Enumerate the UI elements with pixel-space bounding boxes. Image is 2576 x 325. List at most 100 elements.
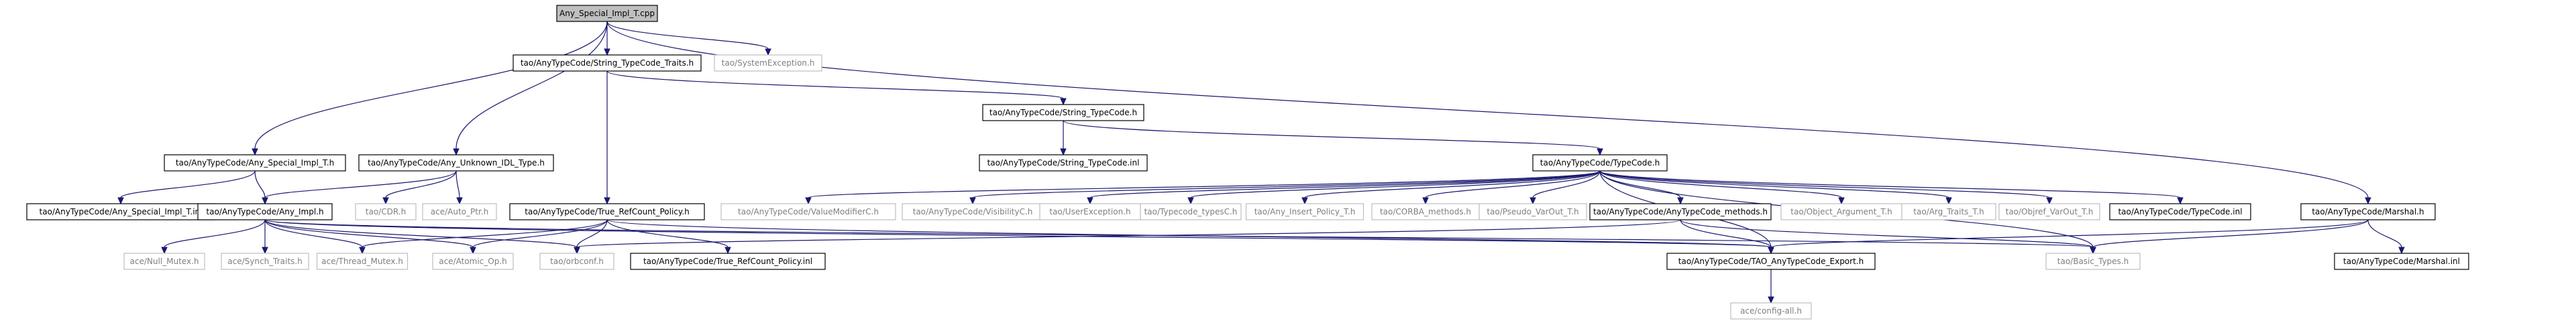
edge-marshal_h-to-marshal_inl bbox=[2367, 219, 2405, 255]
node-box bbox=[1140, 203, 1242, 220]
file-nodes: Any_Special_Impl_T.cpp tao/AnyTypeCode/St… bbox=[26, 5, 2469, 320]
node-typecode-inl[interactable]: tao/AnyTypeCode/TypeCode.inl bbox=[2109, 203, 2251, 220]
node-marshal-h[interactable]: tao/AnyTypeCode/Marshal.h bbox=[2300, 203, 2436, 220]
edge-any_special_impl_t_cpp-to-marshal_h bbox=[606, 21, 2371, 205]
edge-typecode_h-to-typecode_typesc_h bbox=[1187, 170, 1601, 205]
node-typecode-h[interactable]: tao/AnyTypeCode/TypeCode.h bbox=[1532, 154, 1668, 172]
node-box bbox=[197, 203, 333, 220]
node-object-argument-t-h[interactable]: tao/Object_Argument_T.h bbox=[1780, 203, 1902, 220]
node-orbconf-h[interactable]: tao/orbconf.h bbox=[539, 253, 614, 270]
edge-any_impl_h-to-null_mutex_h bbox=[161, 219, 266, 255]
edge-string_typecode_traits_h-to-string_typecode_h bbox=[606, 70, 1067, 106]
node-userexception-h[interactable]: tao/UserException.h bbox=[1039, 203, 1141, 220]
node-cdr-h[interactable]: tao/CDR.h bbox=[355, 203, 417, 220]
node-box bbox=[1479, 203, 1587, 220]
node-box bbox=[1371, 203, 1480, 220]
node-box bbox=[509, 203, 705, 220]
node-label: Any_Special_Impl_T.cpp bbox=[559, 9, 655, 18]
node-box bbox=[1998, 203, 2100, 220]
node-label: tao/Object_Argument_T.h bbox=[1790, 207, 1892, 216]
node-box bbox=[1780, 203, 1902, 220]
node-typecode-typesc-h[interactable]: tao/Typecode_typesC.h bbox=[1140, 203, 1242, 220]
edge-typecode_h-to-visibilityc_h bbox=[969, 170, 1601, 205]
node-label: ace/Atomic_Op.h bbox=[439, 257, 507, 266]
node-box bbox=[432, 253, 514, 270]
node-any-special-impl-t-cpp[interactable]: Any_Special_Impl_T.cpp bbox=[556, 5, 658, 22]
node-box bbox=[26, 203, 215, 220]
edge-typecode_h-to-pseudo_varout_t_h bbox=[1529, 170, 1601, 205]
node-label: tao/AnyTypeCode/TypeCode.inl bbox=[2118, 207, 2242, 216]
node-box bbox=[2334, 253, 2469, 270]
node-true-refcount-policy-inl[interactable]: tao/AnyTypeCode/True_RefCount_Policy.inl bbox=[630, 253, 826, 270]
node-label: tao/SystemException.h bbox=[722, 58, 815, 68]
node-string-typecode-traits-h[interactable]: tao/AnyTypeCode/String_TypeCode_Traits.h bbox=[513, 54, 702, 72]
node-box bbox=[221, 253, 309, 270]
edge-marshal_h-to-basic_types_h bbox=[2090, 219, 2369, 255]
node-box bbox=[714, 54, 822, 72]
node-string-typecode-inl[interactable]: tao/AnyTypeCode/String_TypeCode.inl bbox=[979, 154, 1148, 172]
node-any-insert-policy-t-h[interactable]: tao/Any_Insert_Policy_T.h bbox=[1245, 203, 1364, 220]
node-box bbox=[2300, 203, 2436, 220]
node-label: tao/AnyTypeCode/String_TypeCode_Traits.h bbox=[521, 58, 694, 68]
edge-any_unknown_idl_type_h-to-any_impl_h bbox=[262, 170, 457, 205]
edge-typecode_h-to-arg_traits_t_h bbox=[1599, 170, 1952, 205]
node-box bbox=[539, 253, 614, 270]
node-box bbox=[422, 203, 497, 220]
edge-any_unknown_idl_type_h-to-auto_ptr_h bbox=[455, 170, 463, 205]
node-label: tao/Typecode_typesC.h bbox=[1144, 207, 1238, 216]
node-label: tao/AnyTypeCode/Any_Unknown_IDL_Type.h bbox=[368, 158, 545, 168]
node-config-all-h[interactable]: ace/config-all.h bbox=[1730, 302, 1812, 320]
node-anytypecode-methods-h[interactable]: tao/AnyTypeCode/AnyTypeCode_methods.h bbox=[1589, 203, 1772, 220]
node-string-typecode-h[interactable]: tao/AnyTypeCode/String_TypeCode.h bbox=[982, 104, 1144, 121]
node-any-special-impl-t-inl[interactable]: tao/AnyTypeCode/Any_Special_Impl_T.inl bbox=[26, 203, 215, 220]
edge-anytypecode_methods_h-to-tao_anytypecode_export_h bbox=[1680, 219, 1774, 255]
node-arg-traits-t-h[interactable]: tao/Arg_Traits_T.h bbox=[1901, 203, 1996, 220]
node-label: tao/AnyTypeCode/True_RefCount_Policy.h bbox=[525, 207, 689, 216]
node-label: tao/AnyTypeCode/Marshal.h bbox=[2312, 207, 2424, 216]
edge-any_impl_h-to-synch_traits_h bbox=[262, 219, 268, 255]
node-thread-mutex-h[interactable]: ace/Thread_Mutex.h bbox=[316, 253, 409, 270]
node-systemexception-h[interactable]: tao/SystemException.h bbox=[714, 54, 822, 72]
edge-typecode_h-to-object_argument_t_h bbox=[1599, 170, 1845, 205]
node-objref-varout-t-h[interactable]: tao/Objref_VarOut_T.h bbox=[1998, 203, 2100, 220]
node-label: tao/Basic_Types.h bbox=[2057, 257, 2129, 266]
edge-marshal_h-to-tao_anytypecode_export_h bbox=[1768, 219, 2369, 255]
node-box bbox=[720, 203, 896, 220]
node-label: tao/Any_Insert_Policy_T.h bbox=[1254, 207, 1356, 216]
node-box bbox=[164, 154, 346, 172]
edge-any_special_impl_t_cpp-to-systemexception_h bbox=[606, 21, 771, 56]
node-label: tao/orbconf.h bbox=[550, 257, 604, 266]
node-atomic-op-h[interactable]: ace/Atomic_Op.h bbox=[432, 253, 514, 270]
node-box bbox=[1589, 203, 1772, 220]
node-marshal-inl[interactable]: tao/AnyTypeCode/Marshal.inl bbox=[2334, 253, 2469, 270]
node-null-mutex-h[interactable]: ace/Null_Mutex.h bbox=[123, 253, 205, 270]
node-tao-anytypecode-export-h[interactable]: tao/AnyTypeCode/TAO_AnyTypeCode_Export.h bbox=[1666, 253, 1876, 270]
node-label: tao/Arg_Traits_T.h bbox=[1913, 207, 1984, 216]
node-true-refcount-policy-h[interactable]: tao/AnyTypeCode/True_RefCount_Policy.h bbox=[509, 203, 705, 220]
node-label: tao/AnyTypeCode/String_TypeCode.h bbox=[989, 108, 1137, 117]
edge-any_impl_h-to-tao_anytypecode_export_h bbox=[264, 219, 1774, 255]
node-label: tao/CDR.h bbox=[366, 207, 406, 216]
edge-typecode_h-to-userexception_h bbox=[1087, 170, 1601, 205]
node-label: tao/AnyTypeCode/AnyTypeCode_methods.h bbox=[1593, 207, 1768, 216]
node-box bbox=[979, 154, 1148, 172]
node-label: tao/AnyTypeCode/True_RefCount_Policy.inl bbox=[643, 257, 812, 266]
node-box bbox=[630, 253, 826, 270]
node-corba-methods-h[interactable]: tao/CORBA_methods.h bbox=[1371, 203, 1480, 220]
node-pseudo-varout-t-h[interactable]: tao/Pseudo_VarOut_T.h bbox=[1479, 203, 1587, 220]
node-label: tao/CORBA_methods.h bbox=[1380, 207, 1471, 216]
node-auto-ptr-h[interactable]: ace/Auto_Ptr.h bbox=[422, 203, 497, 220]
node-valuemodifierc-h[interactable]: tao/AnyTypeCode/ValueModifierC.h bbox=[720, 203, 896, 220]
node-label: tao/AnyTypeCode/TAO_AnyTypeCode_Export.h bbox=[1678, 257, 1864, 266]
node-synch-traits-h[interactable]: ace/Synch_Traits.h bbox=[221, 253, 309, 270]
node-label: tao/AnyTypeCode/Any_Special_Impl_T.inl bbox=[39, 207, 202, 216]
dependency-edges bbox=[117, 21, 2405, 304]
node-any-impl-h[interactable]: tao/AnyTypeCode/Any_Impl.h bbox=[197, 203, 333, 220]
node-any-special-impl-t-h[interactable]: tao/AnyTypeCode/Any_Special_Impl_T.h bbox=[164, 154, 346, 172]
node-any-unknown-idl-type-h[interactable]: tao/AnyTypeCode/Any_Unknown_IDL_Type.h bbox=[358, 154, 554, 172]
node-visibilityc-h[interactable]: tao/AnyTypeCode/VisibilityC.h bbox=[902, 203, 1044, 220]
edge-true_refcount_policy_h-to-atomic_op_h bbox=[470, 219, 608, 255]
edge-any_special_impl_t_cpp-to-any_unknown_idl_type_h bbox=[453, 21, 608, 156]
node-basic-types-h[interactable]: tao/Basic_Types.h bbox=[2045, 253, 2141, 270]
